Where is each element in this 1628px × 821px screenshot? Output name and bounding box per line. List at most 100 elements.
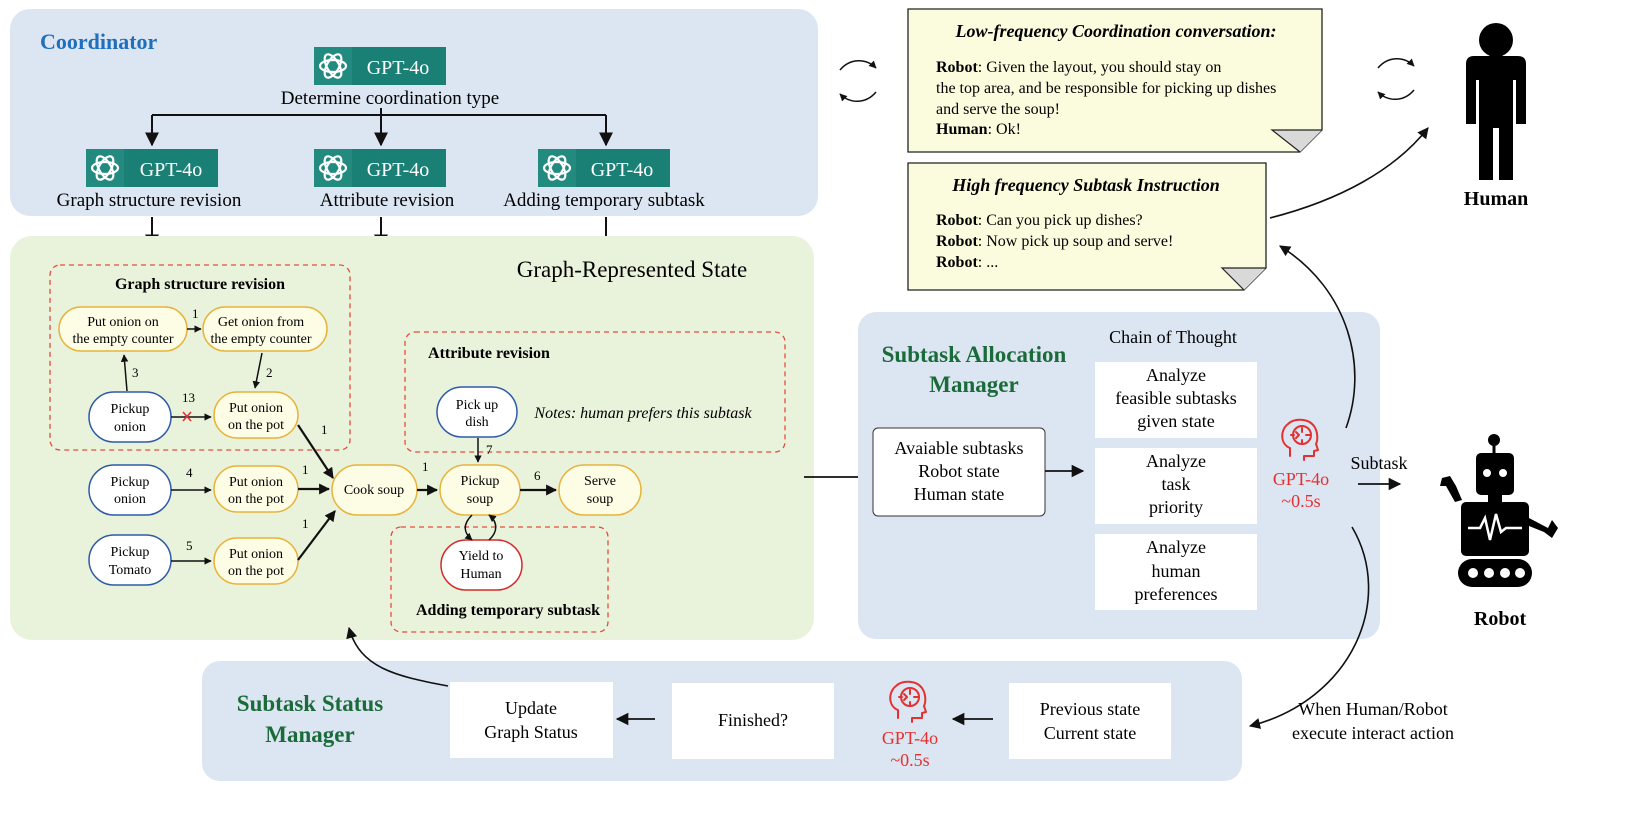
exchange-icon-left (839, 60, 877, 102)
node-pickup-tomato: Pickup Tomato (88, 534, 172, 586)
node-pickup-dish: Pick up dish (436, 386, 518, 438)
allocation-inputs-box: Avaiable subtasks Robot state Human stat… (872, 427, 1046, 517)
status-model-label: GPT-4o (882, 728, 938, 748)
trigger-label-line1: When Human/Robot (1298, 699, 1447, 719)
node-yield-human: Yield to Human (440, 539, 523, 591)
branch-label-attribute: Attribute revision (320, 190, 455, 211)
allocation-to-instruction-arrow (1279, 245, 1356, 429)
attribute-revision-title: Attribute revision (428, 345, 550, 362)
low-line-1: the top area, and be responsible for pic… (936, 80, 1276, 97)
human-label: Human (1464, 188, 1528, 210)
status-title-line1: Subtask Status (237, 691, 383, 716)
svg-text:the empty counter: the empty counter (210, 332, 311, 347)
svg-text:Serve: Serve (584, 474, 616, 489)
svg-text:Previous state: Previous state (1040, 699, 1141, 719)
node-pickup-soup: Pickup soup (439, 464, 521, 516)
coordinator-branch-lines (145, 108, 613, 147)
low-line-3: Human: Ok! (936, 121, 1021, 138)
svg-text:human: human (1152, 561, 1201, 581)
svg-text:3: 3 (132, 365, 139, 380)
node-pickup-onion-1: Pickup onion (88, 391, 172, 443)
determine-label: Determine coordination type (281, 88, 499, 109)
svg-text:dish: dish (465, 415, 488, 430)
edge-13-cancel-icon (182, 411, 192, 422)
status-latency-label: ~0.5s (890, 750, 929, 770)
node-put-onion-counter: Put onion on the empty counter (58, 306, 188, 352)
svg-text:task: task (1162, 474, 1191, 494)
svg-text:on the pot: on the pot (228, 492, 284, 507)
temporary-subtask-box (390, 526, 609, 633)
svg-text:Put onion on: Put onion on (87, 315, 159, 330)
edge-3 (120, 354, 129, 392)
edge-2 (252, 352, 263, 389)
svg-text:on the pot: on the pot (228, 418, 284, 433)
low-line-2: and serve the soup! (936, 101, 1060, 118)
exchange-icon-right (1377, 58, 1415, 100)
svg-text:1: 1 (302, 462, 309, 477)
svg-text:Graph Status: Graph Status (484, 722, 578, 742)
high-frequency-note: High frequency Subtask Instruction Robot… (907, 162, 1267, 291)
branch-label-temporary: Adding temporary subtask (503, 190, 705, 211)
svg-text:soup: soup (587, 492, 613, 507)
node-put-onion-pot-3: Put onion on the pot (213, 537, 299, 585)
svg-text:1: 1 (192, 306, 199, 321)
svg-text:Pickup: Pickup (111, 475, 150, 490)
robot-label: Robot (1474, 608, 1527, 630)
low-frequency-note: Low-frequency Coordination conversation:… (907, 8, 1323, 153)
branch-label-structure: Graph structure revision (57, 190, 242, 211)
svg-text:Current state: Current state (1044, 723, 1136, 743)
robot-icon (1440, 434, 1558, 587)
structure-revision-title: Graph structure revision (115, 276, 285, 293)
svg-text:onion: onion (114, 420, 146, 435)
svg-text:1: 1 (422, 459, 429, 474)
coordinator-title: Coordinator (40, 29, 158, 54)
svg-text:preferences: preferences (1135, 584, 1218, 604)
svg-text:Human state: Human state (914, 484, 1004, 504)
edge-soup-yield (464, 514, 473, 541)
gpt-label: GPT-4o (140, 159, 203, 181)
edge-pot1-cook (297, 424, 334, 479)
states-box: Previous state Current state (1009, 683, 1171, 759)
svg-text:1: 1 (321, 422, 328, 437)
graph-state-title: Graph-Represented State (517, 257, 748, 282)
status-title-line2: Manager (265, 722, 354, 747)
node-put-onion-pot-2: Put onion on the pot (213, 465, 299, 513)
node-cook-soup: Cook soup (331, 464, 418, 516)
high-line-2: Robot: ... (936, 254, 998, 271)
svg-text:Yield to: Yield to (459, 549, 504, 564)
svg-text:Analyze: Analyze (1146, 537, 1206, 557)
allocation-title-line1: Subtask Allocation (882, 342, 1067, 367)
svg-text:1: 1 (302, 516, 309, 531)
svg-text:4: 4 (186, 465, 193, 480)
subtask-output-label: Subtask (1350, 453, 1407, 473)
svg-text:13: 13 (182, 390, 195, 405)
svg-text:Put onion: Put onion (229, 401, 283, 416)
chain-of-thought-label: Chain of Thought (1109, 327, 1237, 347)
svg-text:priority: priority (1149, 497, 1203, 517)
high-line-1: Robot: Now pick up soup and serve! (936, 233, 1173, 250)
graph-edges (120, 325, 558, 565)
svg-text:Pickup: Pickup (461, 474, 500, 489)
svg-text:feasible subtasks: feasible subtasks (1115, 388, 1236, 408)
svg-text:Get onion from: Get onion from (218, 315, 304, 330)
node-pickup-onion-2: Pickup onion (88, 464, 172, 516)
graph-nodes: Put onion on the empty counter Get onion… (58, 306, 642, 591)
svg-text:6: 6 (534, 468, 541, 483)
cot-step-priority: Analyze task priority (1095, 448, 1257, 524)
high-line-0: Robot: Can you pick up dishes? (936, 212, 1143, 229)
trigger-label-line2: execute interact action (1292, 723, 1454, 743)
node-get-onion-counter: Get onion from the empty counter (202, 306, 328, 352)
node-put-onion-pot-1: Put onion on the pot (213, 391, 299, 439)
svg-text:Finished?: Finished? (718, 710, 788, 730)
finished-box: Finished? (672, 683, 834, 759)
svg-text:on the pot: on the pot (228, 564, 284, 579)
edge-pot3-cook (297, 510, 336, 561)
svg-text:the empty counter: the empty counter (72, 332, 173, 347)
attribute-revision-box (404, 331, 786, 453)
svg-text:7: 7 (486, 442, 493, 457)
temporary-subtask-title: Adding temporary subtask (416, 602, 600, 619)
low-frequency-title: Low-frequency Coordination conversation: (954, 21, 1276, 41)
svg-text:Analyze: Analyze (1146, 451, 1206, 471)
svg-text:Put onion: Put onion (229, 547, 283, 562)
